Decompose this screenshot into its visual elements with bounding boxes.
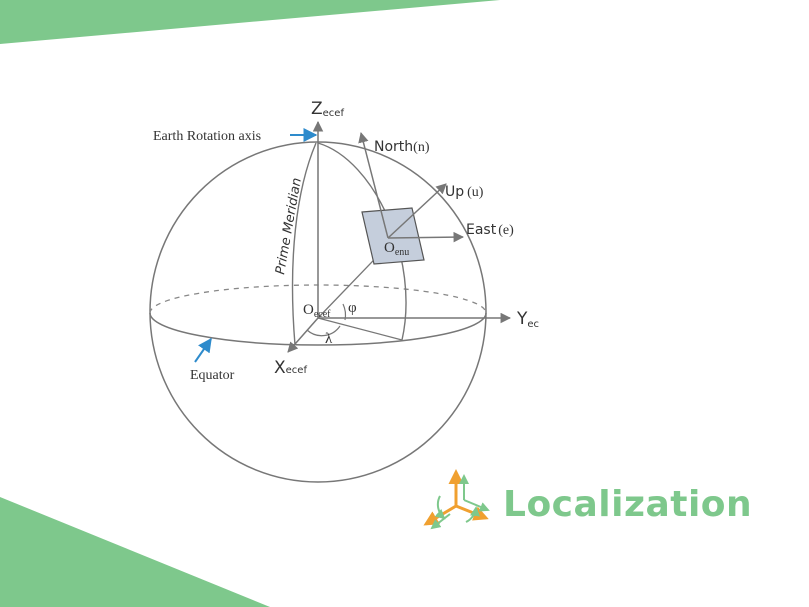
longitude-angle-arc bbox=[306, 325, 341, 337]
north-arrow bbox=[358, 131, 389, 239]
equator-pointer bbox=[194, 337, 212, 363]
top-left-band bbox=[0, 0, 500, 44]
north-label: North(n) bbox=[374, 139, 430, 155]
up-label: Up(u) bbox=[445, 184, 484, 200]
prime-meridian-label: Prime Meridian bbox=[273, 177, 305, 276]
coordinate-axes-icon bbox=[423, 469, 490, 530]
up-arrow bbox=[387, 183, 447, 239]
bottom-left-band bbox=[0, 497, 270, 607]
equator-front bbox=[149, 312, 487, 346]
rotation-axis-label: Earth Rotation axis bbox=[153, 129, 261, 144]
longitude-symbol: λ bbox=[325, 331, 333, 347]
equator-label: Equator bbox=[190, 368, 235, 383]
x-axis-label: Xecef bbox=[274, 358, 307, 378]
enu-tangent-plane bbox=[361, 207, 425, 265]
enu-origin-label: Oenu bbox=[384, 240, 409, 258]
y-axis-label: Yec bbox=[516, 309, 539, 330]
prime-meridian-arc bbox=[291, 142, 317, 346]
east-label: East(e) bbox=[466, 222, 514, 238]
east-arrow bbox=[387, 231, 465, 243]
longitude-line bbox=[317, 317, 403, 341]
latitude-angle-arc bbox=[342, 303, 347, 321]
brand-title: Localization bbox=[503, 484, 753, 525]
ecef-origin-label: Oecef bbox=[303, 302, 331, 320]
latitude-symbol: φ bbox=[348, 300, 357, 316]
z-axis-label: Zecef bbox=[311, 99, 344, 119]
x-axis bbox=[287, 317, 319, 353]
